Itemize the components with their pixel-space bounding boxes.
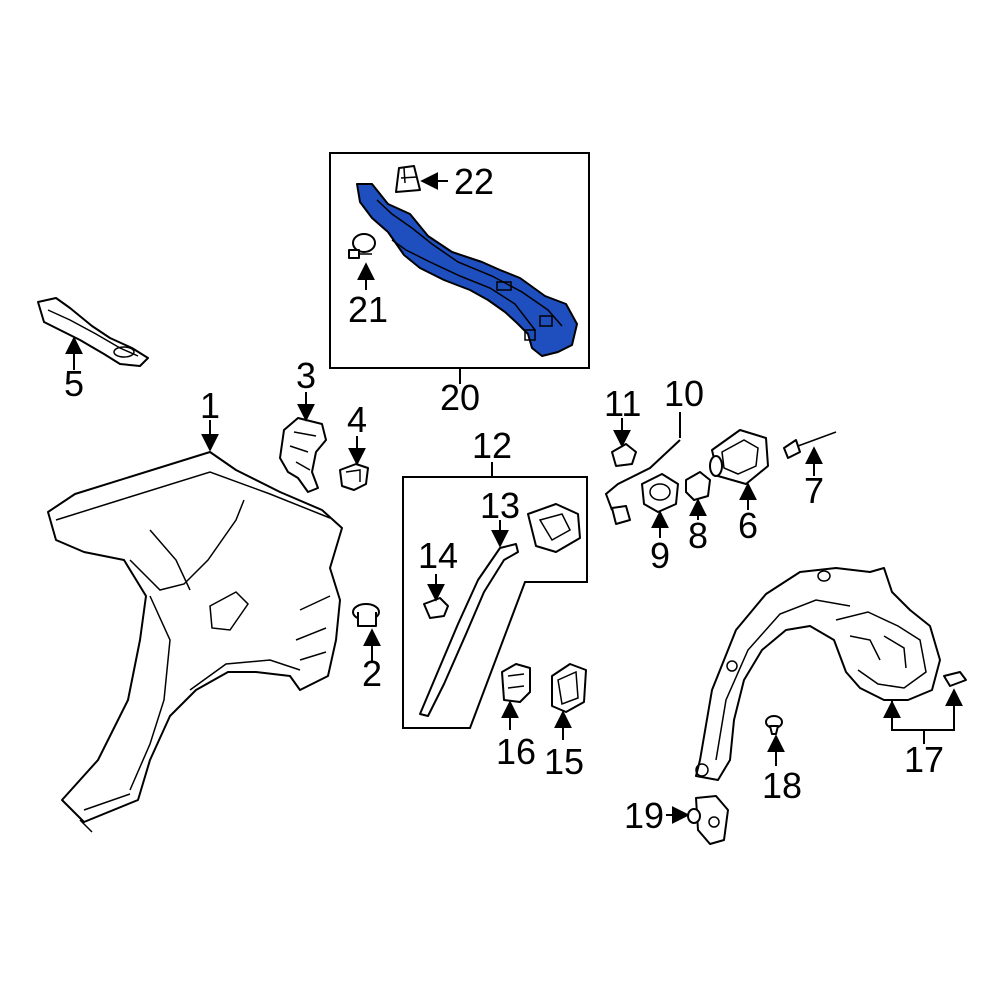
callout-5[interactable]: 5 xyxy=(64,363,84,404)
part-1-quarter-panel[interactable] xyxy=(47,451,343,833)
callout-17[interactable]: 17 xyxy=(904,739,944,780)
part-5-bracket[interactable] xyxy=(37,297,149,367)
callout-1[interactable]: 1 xyxy=(200,385,220,426)
part-19-bracket[interactable] xyxy=(687,795,729,845)
leader-lines xyxy=(65,172,963,824)
group-box-12 xyxy=(402,476,588,729)
part-16-bracket[interactable] xyxy=(501,663,531,703)
part-7-rivet[interactable] xyxy=(783,431,837,459)
callout-4[interactable]: 4 xyxy=(347,399,367,440)
callout-11[interactable]: 11 xyxy=(604,383,641,424)
part-8-actuator[interactable] xyxy=(685,471,711,501)
callout-13[interactable]: 13 xyxy=(480,485,520,526)
callout-2[interactable]: 2 xyxy=(362,653,382,694)
callout-20[interactable]: 20 xyxy=(440,377,480,418)
part-22-clip[interactable] xyxy=(395,165,421,193)
callout-8[interactable]: 8 xyxy=(688,515,708,556)
callout-16[interactable]: 16 xyxy=(496,731,536,772)
part-21-bolt[interactable] xyxy=(348,233,376,259)
part-15-pad[interactable] xyxy=(551,663,587,713)
callout-22[interactable]: 22 xyxy=(454,161,494,202)
callout-18[interactable]: 18 xyxy=(762,765,802,806)
part-9-housing[interactable] xyxy=(641,473,679,513)
highlighted-part[interactable] xyxy=(356,183,578,357)
part-4-clip[interactable] xyxy=(339,463,369,491)
callout-10[interactable]: 10 xyxy=(664,373,704,414)
callout-14[interactable]: 14 xyxy=(418,535,458,576)
callout-12[interactable]: 12 xyxy=(472,425,512,466)
part-11-connector[interactable] xyxy=(611,443,637,467)
callout-7[interactable]: 7 xyxy=(804,470,824,511)
callout-19[interactable]: 19 xyxy=(624,795,664,836)
callout-21[interactable]: 21 xyxy=(348,289,388,330)
part-10-cable[interactable] xyxy=(604,439,681,525)
callout-labels: 1 2 3 4 5 6 7 8 9 10 11 12 13 14 15 16 1… xyxy=(64,161,944,836)
part-12-fuel-base[interactable] xyxy=(527,503,581,553)
part-3-bracket[interactable] xyxy=(279,417,327,493)
callout-9[interactable]: 9 xyxy=(650,535,670,576)
callout-15[interactable]: 15 xyxy=(544,741,584,782)
part-13-weatherstrip[interactable] xyxy=(419,543,519,717)
part-20-reinforcement[interactable] xyxy=(356,183,578,357)
part-14-clip[interactable] xyxy=(423,597,449,619)
part-17-wheel-liner[interactable] xyxy=(695,567,967,781)
callout-3[interactable]: 3 xyxy=(296,355,316,396)
callout-6[interactable]: 6 xyxy=(738,505,758,546)
part-18-push-pin[interactable] xyxy=(765,715,783,735)
part-2-screw[interactable] xyxy=(352,603,380,627)
part-6-fuel-door[interactable] xyxy=(709,429,769,485)
